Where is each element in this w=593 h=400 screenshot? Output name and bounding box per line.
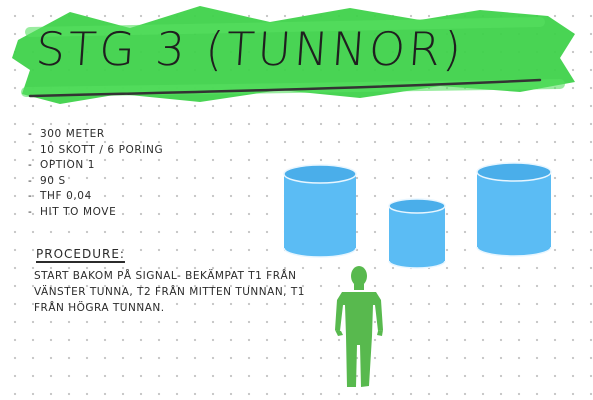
procedure-text: START BAKOM PÅ SIGNAL- BEKÄMPAT T1 FRÅN … bbox=[34, 270, 305, 314]
shooter-figure-icon bbox=[335, 266, 383, 387]
list-item: -HIT TO MOVE bbox=[28, 205, 117, 218]
list-item: -THF 0,04 bbox=[28, 190, 92, 202]
list-item: -10 SKOTT / 6 PORING bbox=[28, 143, 164, 156]
list-item: -300 METER bbox=[28, 128, 105, 140]
title-underline bbox=[28, 78, 542, 98]
spec-list: -300 METER -10 SKOTT / 6 PORING -OPTION … bbox=[28, 127, 163, 220]
list-item: -90 S bbox=[28, 174, 66, 187]
page-title: STG 3 (TUNNOR) bbox=[34, 22, 466, 76]
barrel-right-icon bbox=[476, 162, 552, 257]
list-item: -OPTION 1 bbox=[28, 159, 96, 171]
barrel-left-icon bbox=[283, 164, 357, 258]
barrel-middle-icon bbox=[388, 198, 446, 269]
procedure-heading: PROCEDURE: bbox=[36, 247, 125, 261]
